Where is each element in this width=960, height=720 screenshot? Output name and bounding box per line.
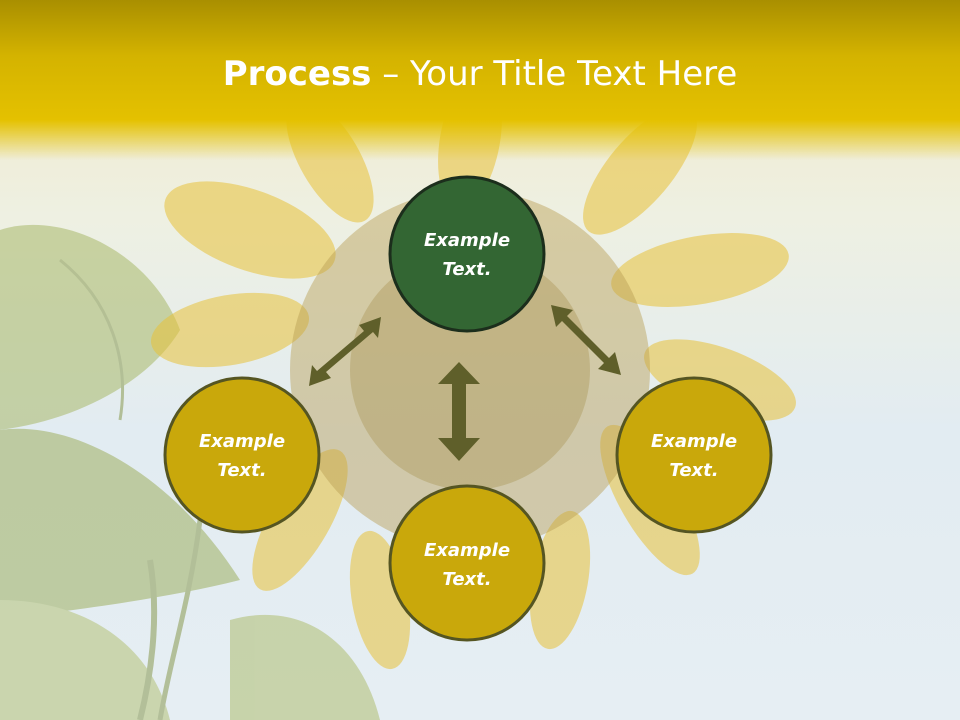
node-bottom-line1: Example — [424, 540, 510, 561]
process-node-top[interactable]: Example Text. — [388, 175, 546, 333]
process-node-right[interactable]: Example Text. — [615, 376, 773, 534]
arrow-top-left — [309, 317, 381, 386]
process-node-bottom[interactable]: Example Text. — [388, 484, 546, 642]
node-bottom-line2: Text. — [442, 569, 491, 590]
title-strong: Process — [222, 54, 372, 94]
node-left-line1: Example — [199, 431, 285, 452]
double-arrow-icon — [309, 317, 381, 386]
process-node-left[interactable]: Example Text. — [163, 376, 321, 534]
arrow-center — [438, 362, 480, 461]
title-rest: – Your Title Text Here — [371, 54, 738, 94]
node-top-line1: Example — [424, 230, 510, 251]
node-right-line2: Text. — [669, 460, 718, 481]
arrow-top-right — [551, 305, 621, 375]
node-right-line1: Example — [651, 431, 737, 452]
slide-title: Process – Your Title Text Here — [0, 52, 960, 96]
title-bar — [0, 0, 960, 160]
double-arrow-icon — [438, 362, 480, 461]
node-left-line2: Text. — [217, 460, 266, 481]
double-arrow-icon — [551, 305, 621, 375]
node-top-line2: Text. — [442, 259, 491, 280]
